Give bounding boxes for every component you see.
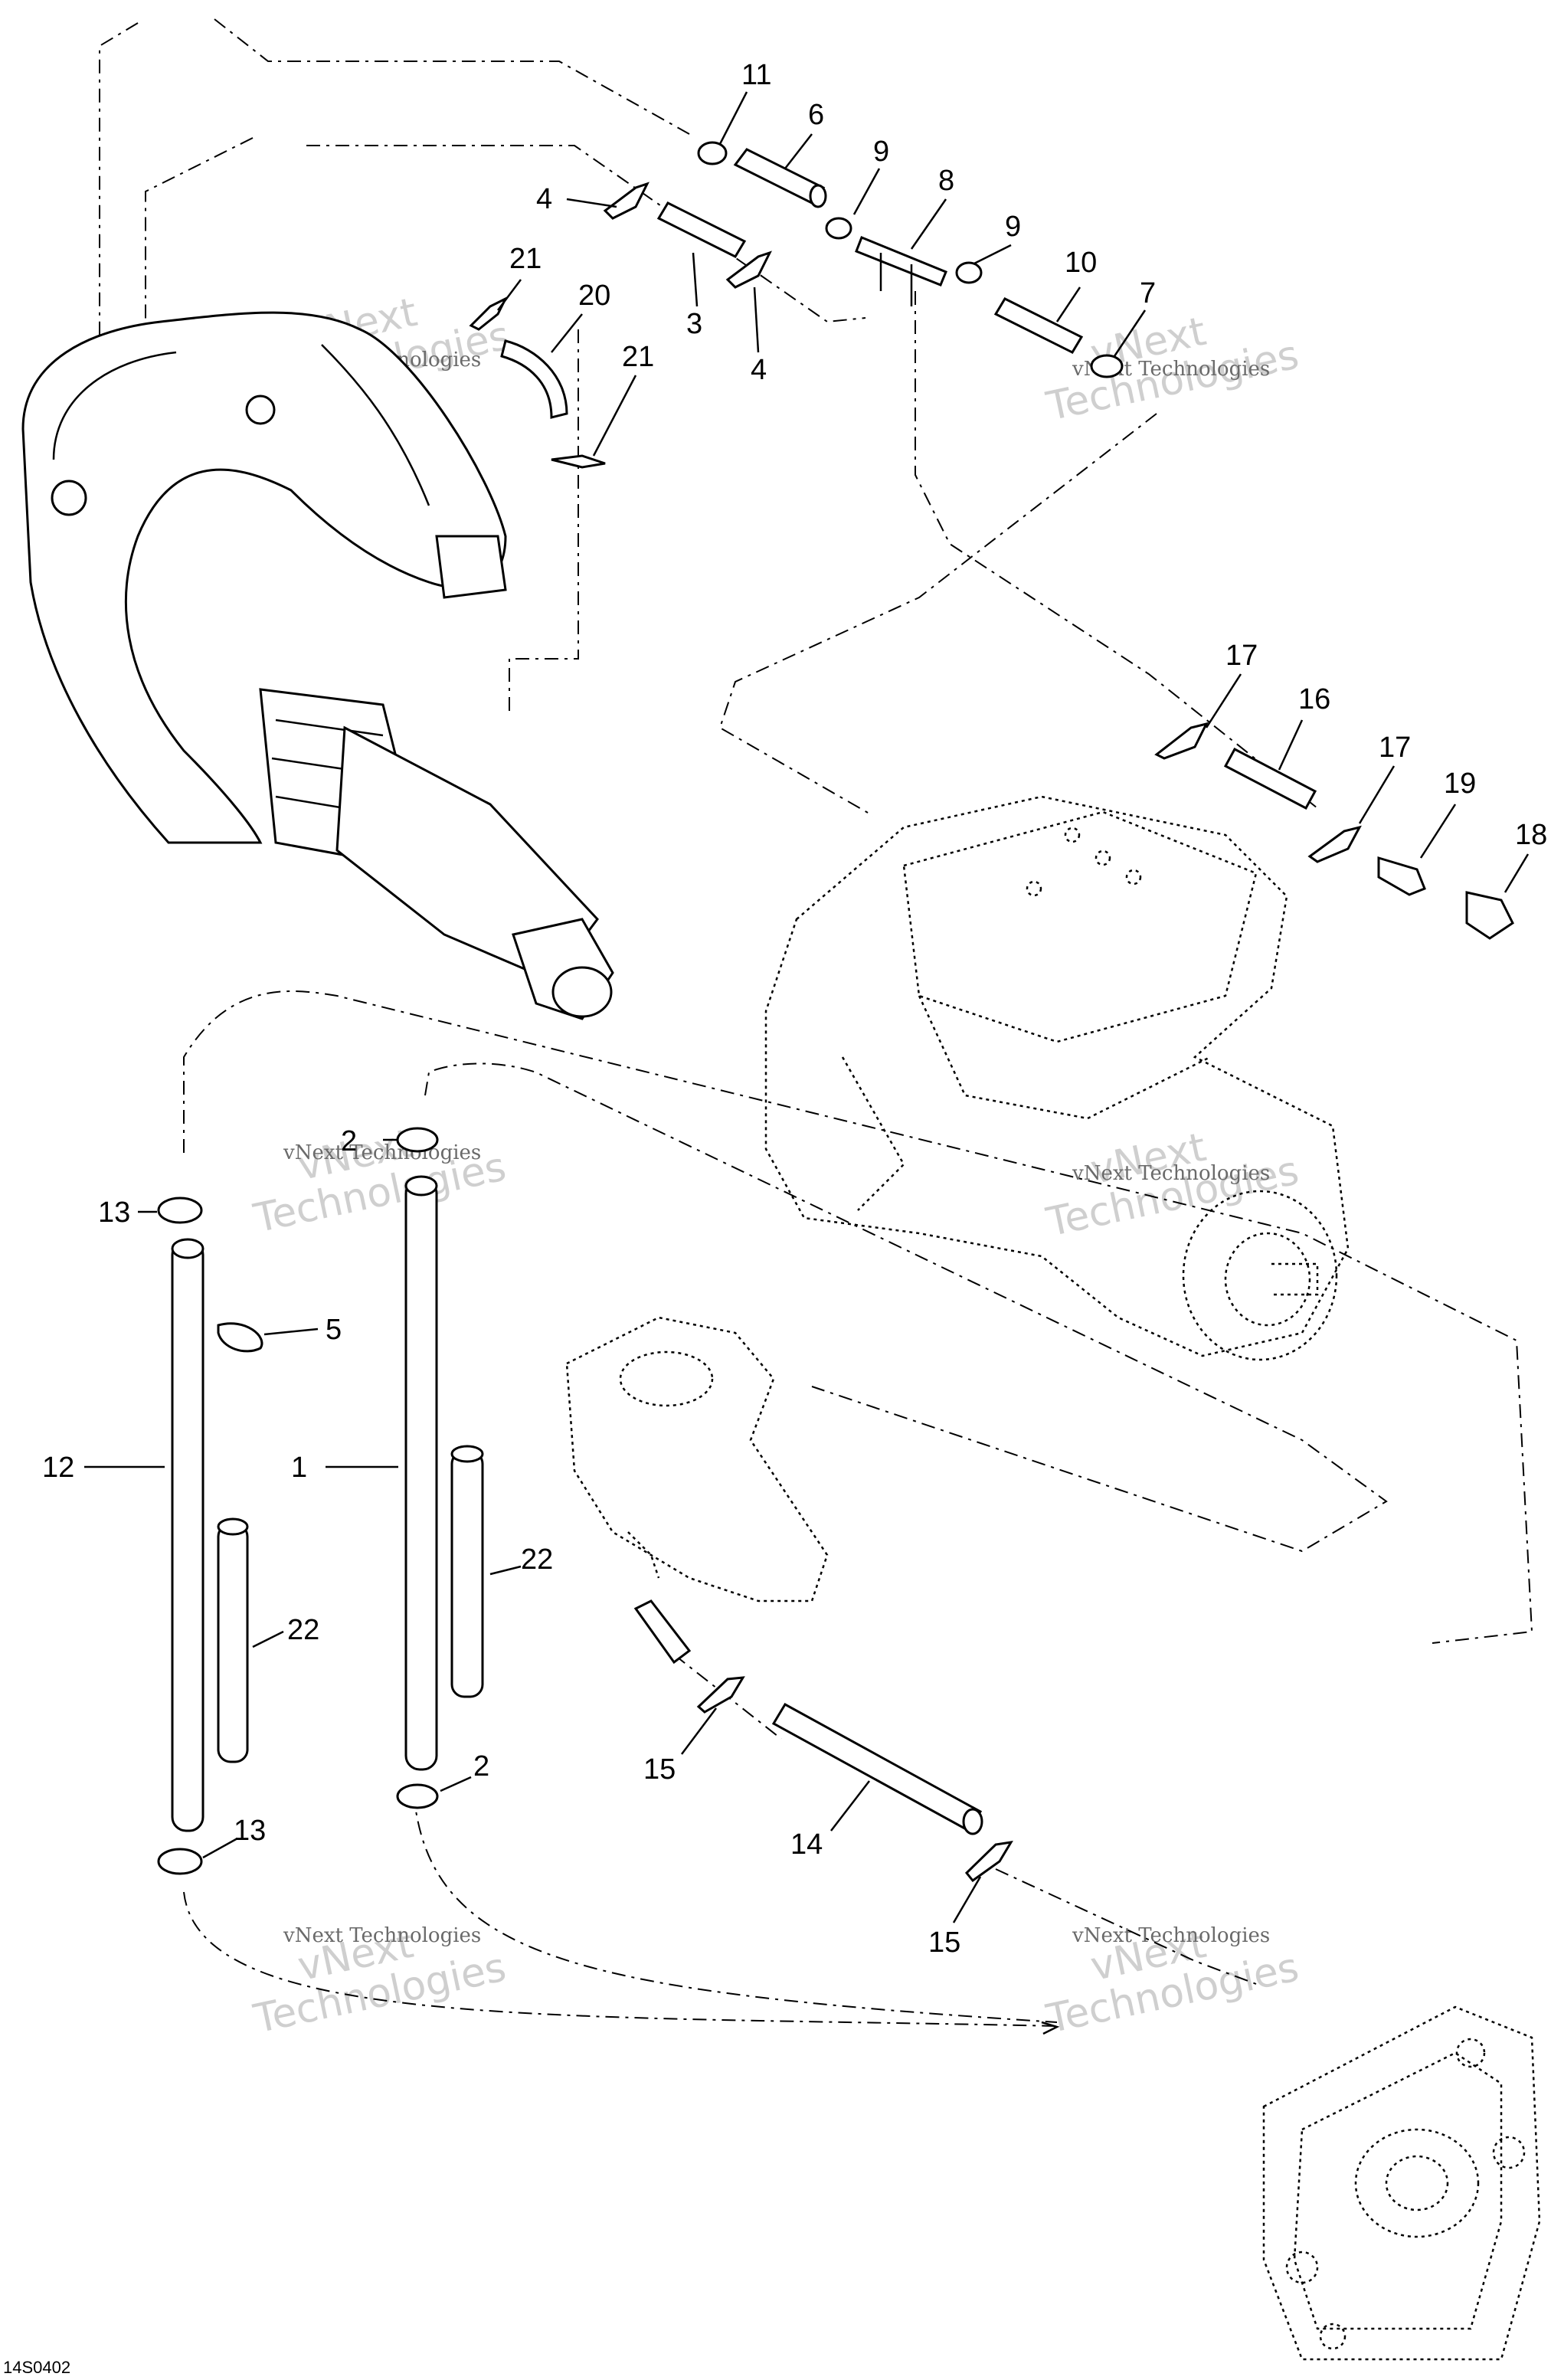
callouts: 11 6 9 8 9 10 7 4 3 4 21 20 21 17 16 17 …	[42, 59, 1547, 1959]
callout-label: 4	[536, 183, 552, 215]
leader-lines	[84, 91, 1530, 1923]
ring-9	[825, 217, 852, 240]
hose-14	[771, 1702, 983, 1833]
callout-label: 17	[1379, 732, 1411, 764]
watermark-small: vNext Technologies	[1072, 1162, 1270, 1185]
hose-assembly-14	[696, 1676, 1013, 1883]
clip-15	[964, 1841, 1013, 1883]
callout-label: 2	[473, 1750, 489, 1783]
fitting-19	[1377, 856, 1426, 896]
callout-label: 22	[287, 1614, 319, 1646]
arrowhead	[1041, 2021, 1060, 2035]
clip-17	[1154, 722, 1209, 760]
callout-label: 14	[790, 1828, 823, 1861]
jet-pump-housing	[1262, 2005, 1541, 2361]
callout-label: 16	[1298, 683, 1330, 715]
callout-label: 4	[751, 354, 767, 386]
clip-17	[1307, 825, 1362, 863]
callout-label: 9	[1005, 211, 1021, 243]
hose-22	[217, 1523, 249, 1763]
watermark: vNext Technologies	[250, 1121, 510, 1242]
callout-label: 18	[1515, 819, 1547, 851]
clamp-2	[396, 1783, 439, 1809]
callout-label: 17	[1225, 640, 1258, 672]
mount-boss	[245, 394, 276, 425]
callout-label: 5	[326, 1314, 342, 1346]
hose-assembly-right	[1154, 722, 1514, 940]
clamp-11	[697, 141, 728, 165]
hose-routing-lines	[45, 18, 1533, 2027]
hose-16	[1223, 747, 1317, 810]
callout-label: 3	[686, 308, 702, 340]
callout-label: 2	[341, 1125, 357, 1157]
clamp-7	[1090, 354, 1124, 378]
hose-assembly-bottom	[157, 1127, 484, 1875]
hose-20	[500, 339, 568, 419]
callout-label: 9	[873, 136, 889, 168]
callout-label: 15	[643, 1753, 676, 1786]
callout-label: 10	[1065, 247, 1097, 279]
clamp-13	[157, 1197, 203, 1224]
mount-boss	[51, 480, 87, 516]
watermark-small: vNext Technologies	[1072, 1924, 1270, 1947]
watermark-small: vNext Technologies	[283, 1141, 481, 1164]
clip-4	[603, 182, 650, 220]
callout-label: 20	[578, 280, 610, 312]
exhaust-manifold	[565, 1316, 829, 1665]
callout-label: 8	[938, 165, 954, 197]
hose-12	[171, 1239, 205, 1832]
hose-10	[993, 297, 1084, 354]
callout-label: 13	[234, 1815, 266, 1847]
callout-label: 1	[291, 1452, 307, 1484]
callout-label: 6	[808, 99, 824, 131]
clip-5	[217, 1322, 263, 1353]
hose-22	[450, 1450, 484, 1698]
hose-1	[404, 1178, 438, 1771]
callout-label: 19	[1444, 768, 1476, 800]
watermark-small: vNext Technologies	[283, 1924, 481, 1947]
engine-block	[764, 795, 1350, 1361]
callout-label: 22	[521, 1544, 553, 1576]
ring-9	[955, 261, 983, 284]
clip-4	[725, 250, 772, 289]
callout-label: 21	[509, 243, 542, 275]
callout-label: 12	[42, 1452, 74, 1484]
clamp-13	[157, 1848, 203, 1875]
clip-21	[551, 454, 606, 469]
clip-21	[469, 296, 509, 331]
hose-3	[656, 201, 747, 258]
callout-label: 11	[741, 59, 771, 91]
clamp-2	[396, 1127, 439, 1153]
callout-label: 21	[622, 341, 654, 373]
callout-label: 7	[1140, 277, 1156, 309]
nut-18	[1465, 891, 1514, 940]
hose-assembly-top	[469, 141, 1124, 469]
drawing-code: 14S0402	[3, 2358, 70, 2377]
exhaust-pipe	[21, 311, 614, 1020]
clip-15	[696, 1676, 745, 1714]
callout-label: 13	[98, 1197, 130, 1229]
tee-fitting-8	[855, 236, 947, 286]
callout-label: 15	[928, 1927, 960, 1959]
